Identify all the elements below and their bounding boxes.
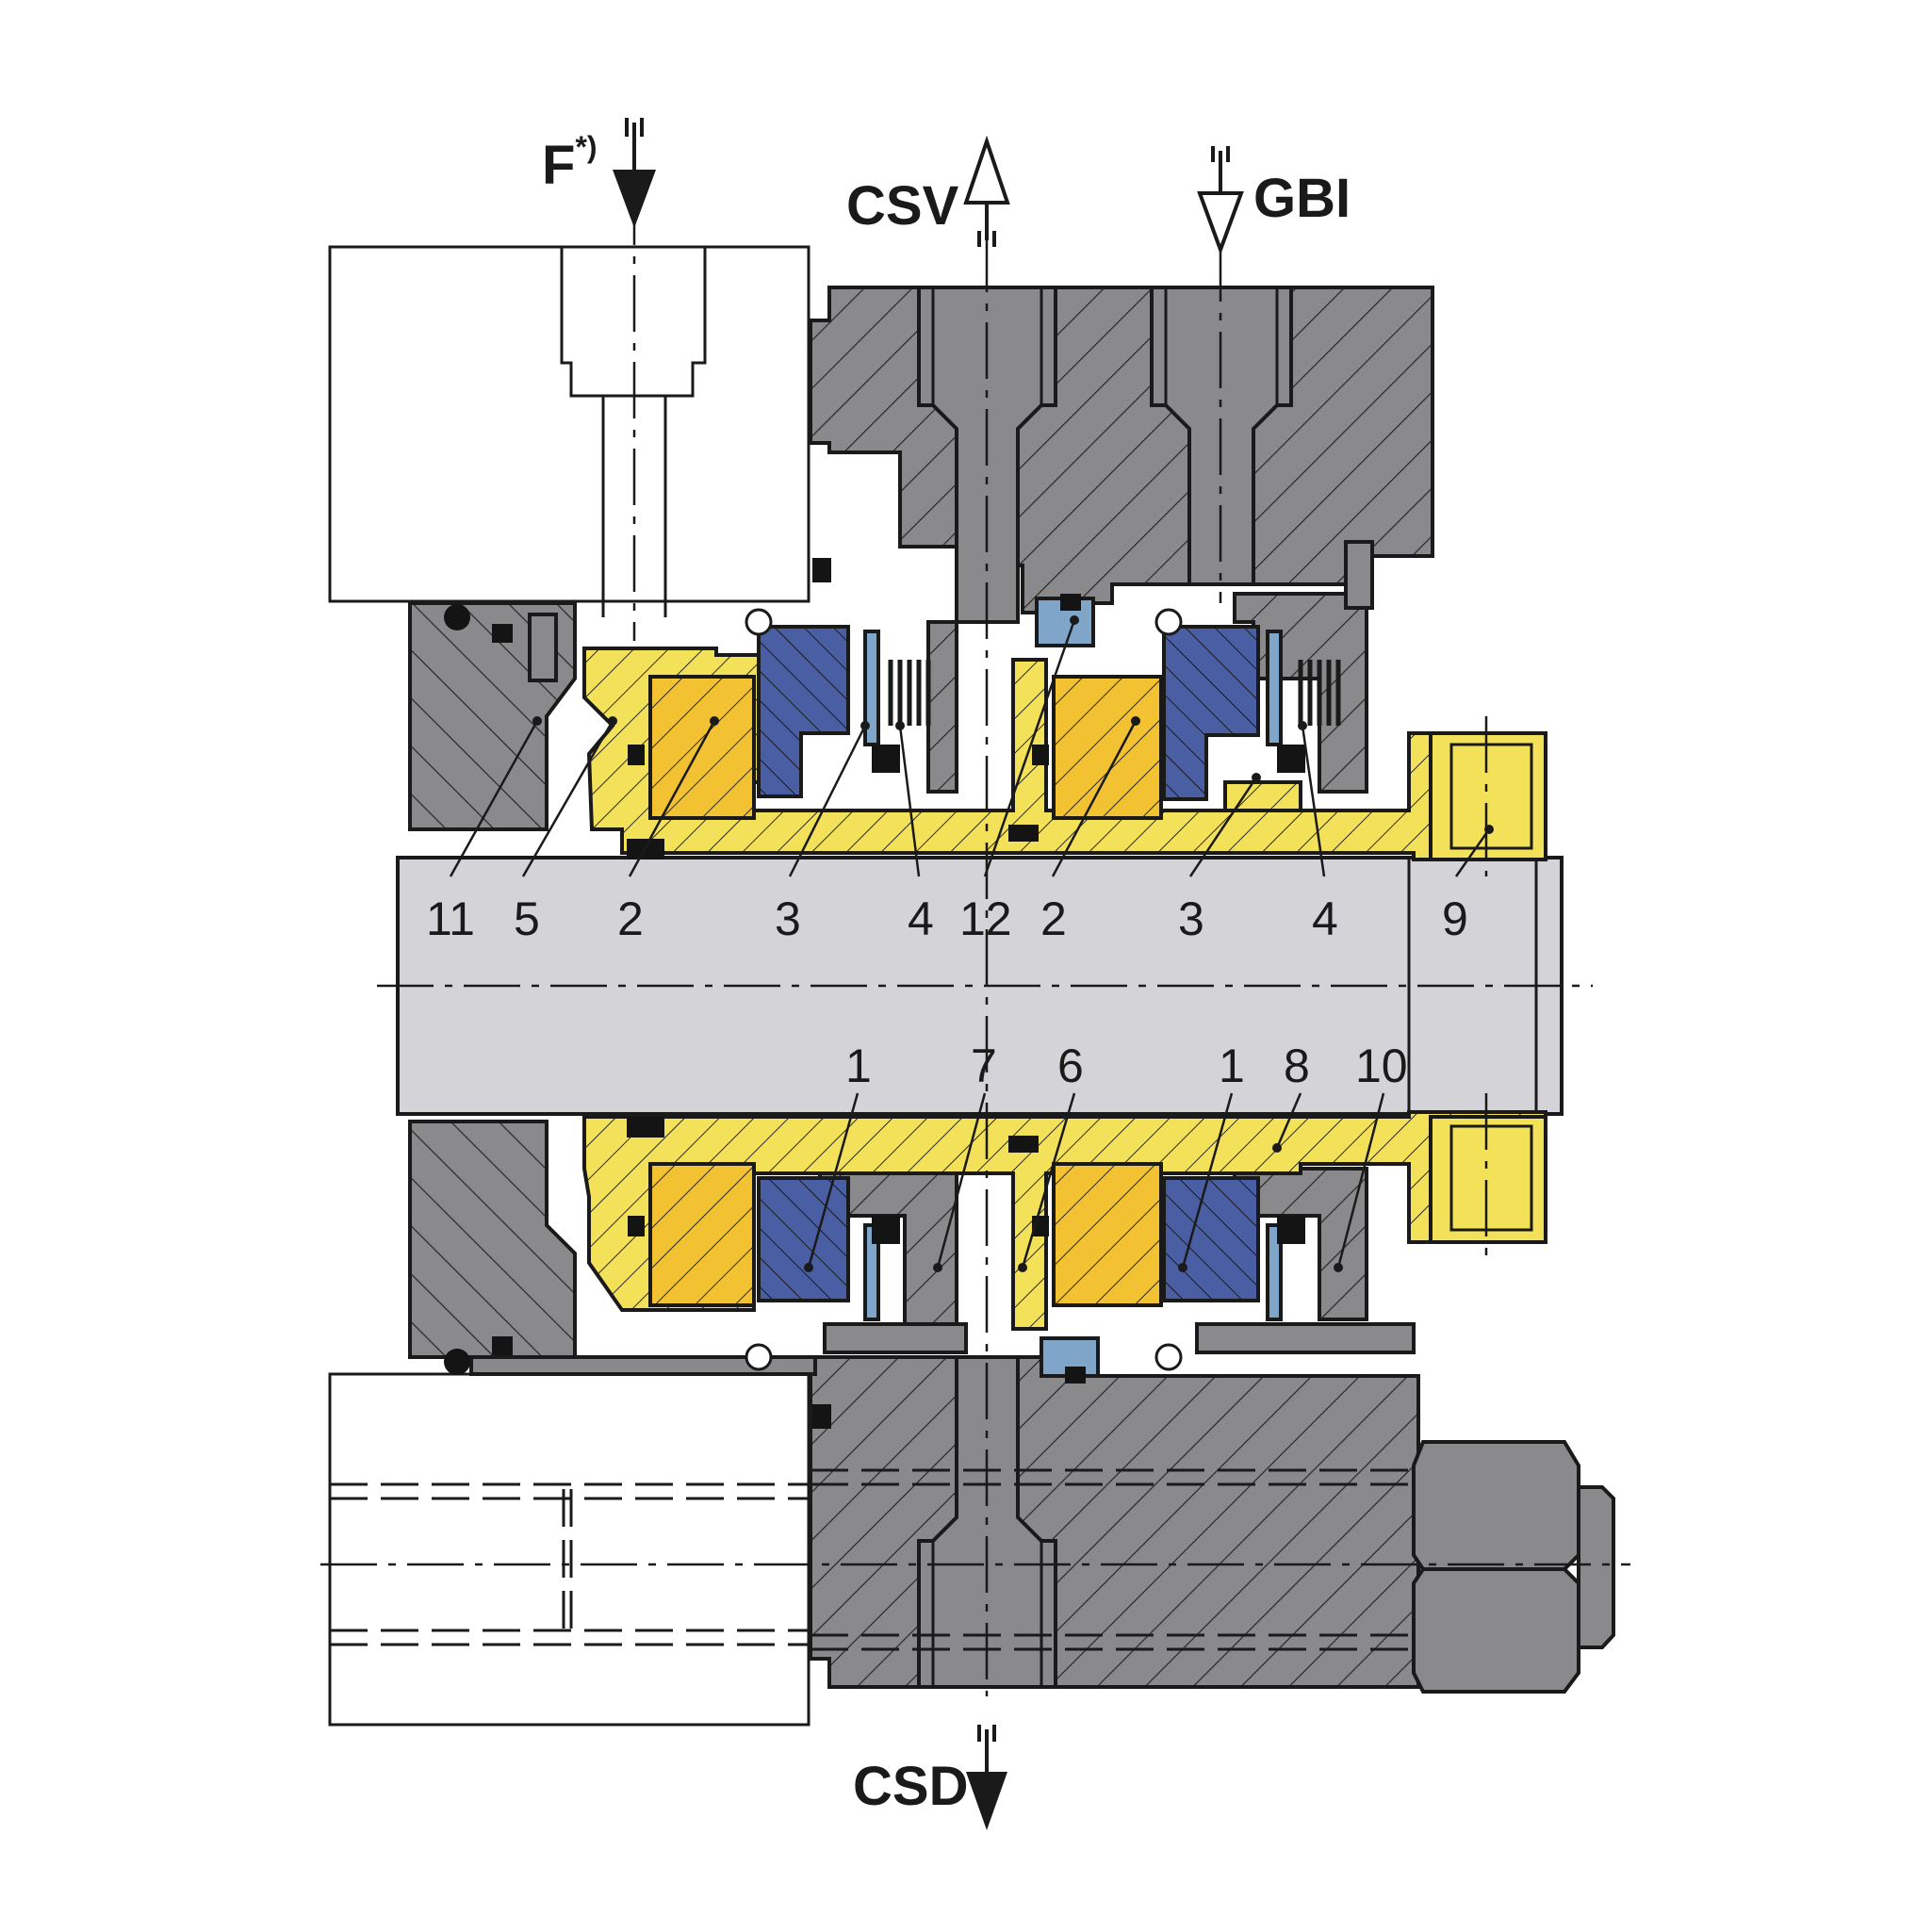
pump-flange-outline-bottom	[328, 1372, 810, 1727]
part-label: 3	[1178, 892, 1204, 945]
gland-housing-top	[809, 286, 1434, 624]
pump-flange-outline-top	[328, 245, 810, 617]
port-label-f: F*)	[542, 130, 598, 196]
bolts	[469, 540, 1416, 1376]
part-label: 2	[1040, 892, 1067, 945]
port-label-gbi: GBI	[1253, 168, 1351, 229]
arrow-csd-outlet	[966, 1725, 1007, 1830]
part-label: 6	[1057, 1040, 1084, 1092]
o-rings	[444, 558, 1305, 1429]
part-label: 11	[426, 892, 475, 945]
part-labels-bottom: 1 7 6 1 8 10	[845, 1040, 1408, 1092]
leader-dots-bottom	[804, 1143, 1343, 1272]
arrow-gbi-inlet	[1197, 146, 1244, 255]
part-label: 4	[908, 892, 934, 945]
part-label: 9	[1442, 892, 1468, 945]
clamp-ring-bottom	[1429, 1115, 1547, 1244]
part-label: 10	[1355, 1040, 1408, 1092]
part-label: 1	[845, 1040, 872, 1092]
leader-lines-top	[449, 619, 1491, 877]
port-label-csd: CSD	[853, 1756, 968, 1817]
seal-cover-bottom	[408, 1120, 577, 1359]
arrow-csv-outlet	[963, 135, 1010, 247]
hex-plug	[1412, 1440, 1615, 1694]
part-label: 2	[617, 892, 644, 945]
leader-lines-bottom	[807, 1092, 1385, 1269]
center-lines	[320, 188, 1630, 1696]
part-label: 3	[775, 892, 801, 945]
part-label: 1	[1219, 1040, 1245, 1092]
part-labels-top: 11 5 2 3 4 12 2 3 4 9	[426, 892, 1468, 945]
clamp-ring-top	[1429, 731, 1547, 861]
springs	[888, 660, 1341, 726]
part-label: 12	[959, 892, 1012, 945]
gland-housing-bottom	[809, 1355, 1420, 1689]
seal-ring-gold-set	[648, 675, 1163, 1307]
port-label-f-note: *)	[575, 130, 597, 164]
part-label: 4	[1312, 892, 1338, 945]
part-label: 7	[971, 1040, 997, 1092]
part-label: 5	[514, 892, 540, 945]
part-label: 8	[1284, 1040, 1310, 1092]
arrow-f-inlet	[613, 118, 656, 228]
port-label-csv: CSV	[846, 175, 959, 237]
leader-dots-top	[532, 615, 1494, 834]
